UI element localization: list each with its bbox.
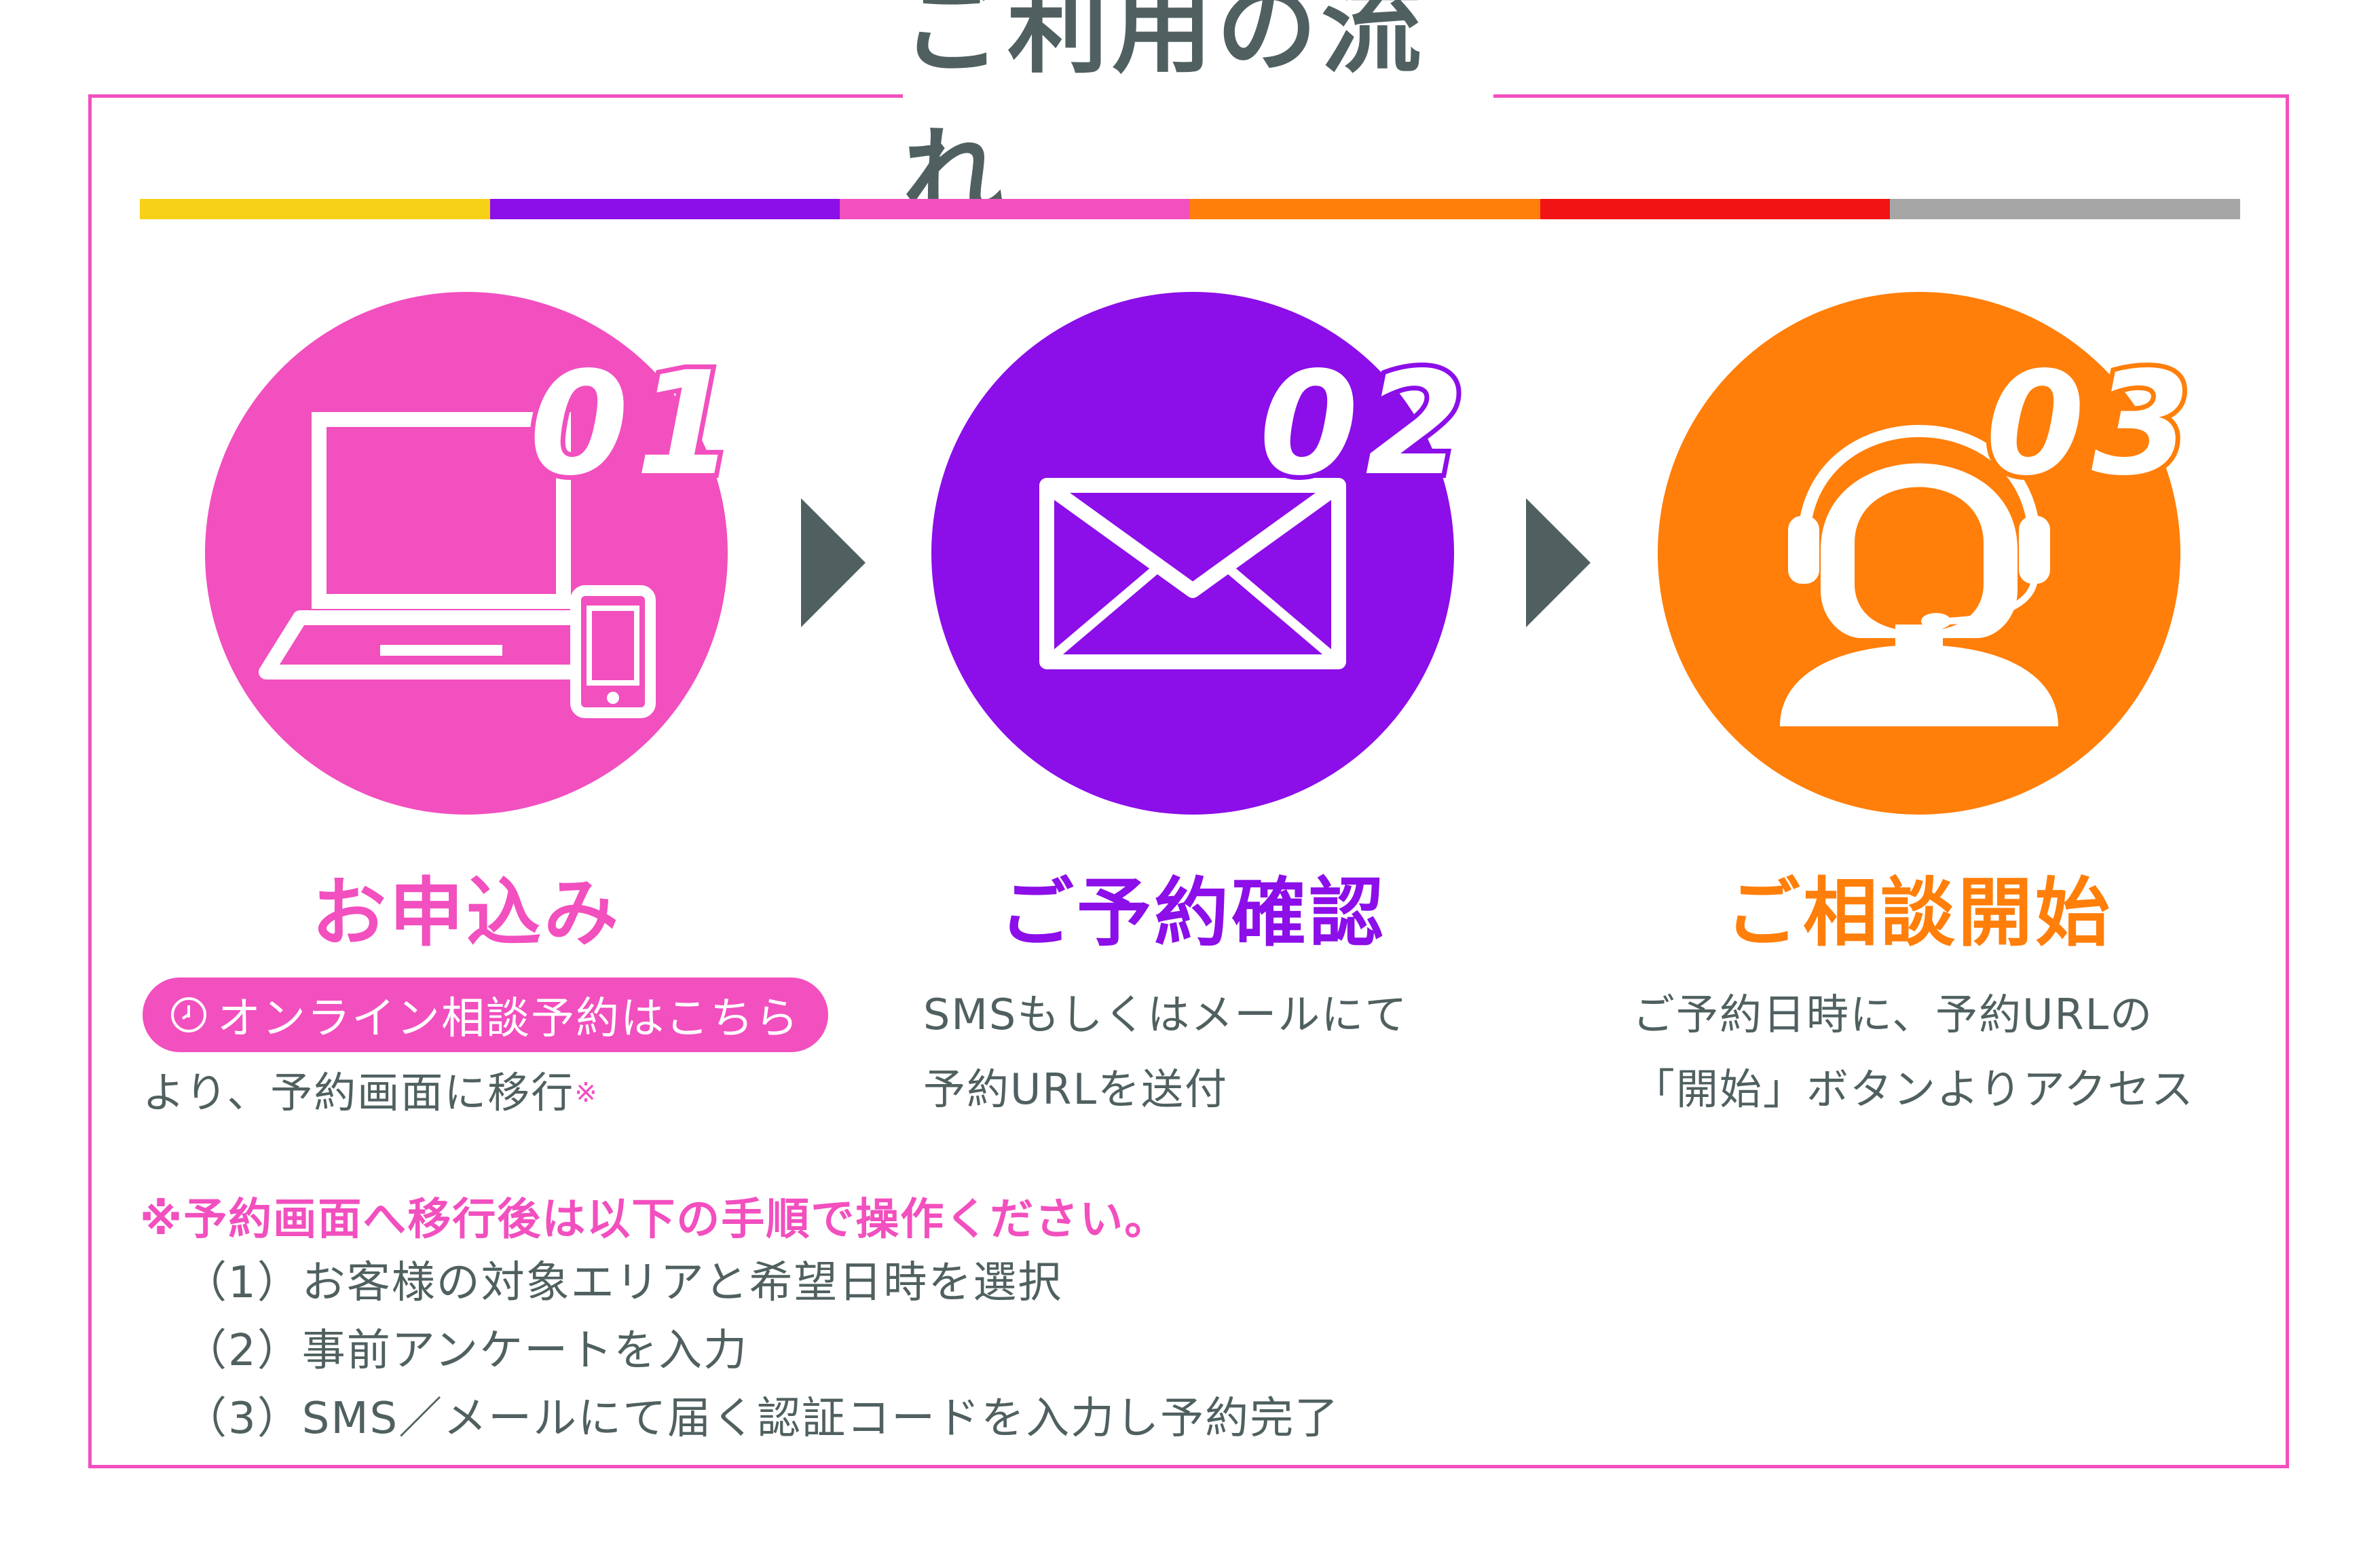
step-1-title: お申込み bbox=[312, 870, 621, 956]
next-arrow-icon bbox=[801, 498, 866, 627]
online-booking-button[interactable]: オンライン相談予約はこちら bbox=[143, 978, 828, 1052]
stripe-pink bbox=[840, 199, 1191, 219]
step-1-number: 01 bbox=[525, 341, 742, 507]
color-stripe bbox=[140, 199, 2241, 219]
online-booking-label: オンライン相談予約はこちら bbox=[217, 994, 800, 1044]
stripe-gray bbox=[1890, 199, 2241, 219]
step-2-circle bbox=[931, 292, 1454, 815]
stripe-orange bbox=[1190, 199, 1540, 219]
step-1-desc: より、予約画面に移行※ bbox=[143, 1056, 599, 1130]
clock-icon bbox=[171, 997, 206, 1032]
note-item: （2）事前アンケートを入力 bbox=[183, 1326, 749, 1376]
headset-operator-icon bbox=[1780, 425, 2058, 726]
step-2-desc-line: 予約URLを送付 bbox=[923, 1064, 1229, 1114]
step-2-title: ご予約確認 bbox=[999, 870, 1386, 956]
next-arrow-icon bbox=[1526, 498, 1591, 627]
step-1-desc-text: より、予約画面に移行 bbox=[143, 1068, 575, 1117]
step-3-title: ご相談開始 bbox=[1726, 870, 2113, 956]
note-list: （1）お客様の対象エリアと希望日時を選択 （2）事前アンケートを入力 （3）SM… bbox=[183, 1249, 1339, 1453]
envelope-icon bbox=[1039, 478, 1346, 669]
stripe-yellow bbox=[140, 199, 490, 219]
step-3-desc-line: 「開始」ボタンよりアクセス bbox=[1633, 1064, 2195, 1114]
laptop-smartphone-icon bbox=[259, 412, 656, 718]
note-mark: ※ bbox=[574, 1077, 599, 1109]
step-2-desc-line: SMSもしくはメールにて bbox=[923, 990, 1409, 1039]
stripe-red bbox=[1540, 199, 1891, 219]
step-2-number: 02 bbox=[1254, 341, 1472, 507]
note-heading: ※予約画面へ移行後は以下の手順で操作ください。 bbox=[140, 1195, 1170, 1245]
note-item: （1）お客様の対象エリアと希望日時を選択 bbox=[183, 1258, 1063, 1308]
step-1-circle bbox=[205, 292, 728, 815]
step-2-desc: SMSもしくはメールにて 予約URLを送付 bbox=[923, 978, 1408, 1127]
heading-container: ご利用の流れ bbox=[903, 0, 1493, 233]
note-item: （3）SMS／メールにて届く認証コードを入力し予約完了 bbox=[183, 1394, 1340, 1444]
step-3-number: 03 bbox=[1981, 341, 2198, 507]
step-3-desc-line: ご予約日時に、予約URLの bbox=[1633, 990, 2154, 1039]
stripe-purple bbox=[489, 199, 840, 219]
step-3-desc: ご予約日時に、予約URLの 「開始」ボタンよりアクセス bbox=[1633, 978, 2195, 1127]
step-3-circle bbox=[1658, 292, 2180, 815]
